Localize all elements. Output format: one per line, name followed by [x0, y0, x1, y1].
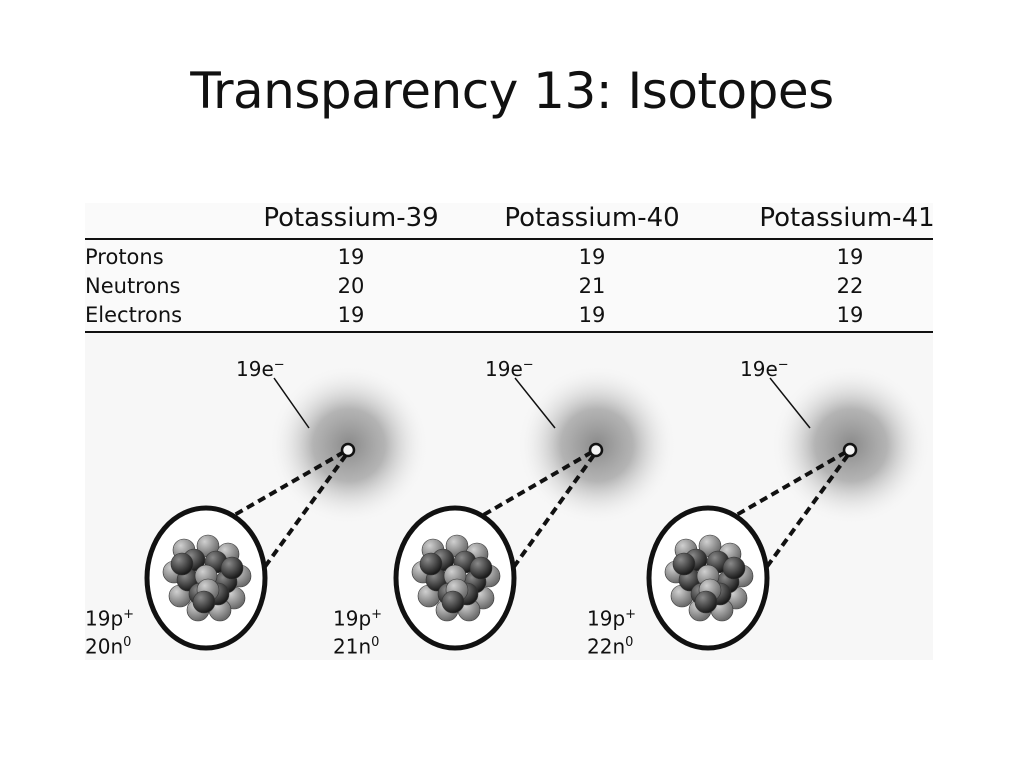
column-header-potassium-40: Potassium-40 — [504, 203, 680, 233]
nucleus-cluster — [411, 534, 501, 622]
electron-pointer-line — [273, 377, 310, 429]
proton-sphere — [170, 552, 194, 576]
zoom-connector-line — [725, 450, 847, 523]
proton-sphere — [192, 590, 216, 614]
zoom-connector-line — [511, 453, 596, 570]
column-header-potassium-41: Potassium-41 — [759, 203, 935, 233]
table-cell: 19 — [337, 245, 365, 269]
electron-pointer-line — [514, 377, 556, 429]
table-bottom-rule — [85, 331, 933, 333]
table-cell: 21 — [578, 274, 606, 298]
atoms-illustration — [144, 365, 931, 651]
electron-label-2: 19e− — [485, 357, 534, 381]
table-cell: 19 — [578, 303, 606, 327]
zoom-connector-line — [471, 450, 594, 523]
table-cell: 19 — [578, 245, 606, 269]
table-cell: 19 — [836, 303, 864, 327]
row-label-neutrons: Neutrons — [85, 274, 181, 298]
atom-3 — [646, 365, 931, 651]
proton-sphere — [220, 556, 244, 580]
nucleus-point — [588, 442, 604, 458]
table-top-rule — [85, 238, 933, 240]
nucleus-cluster — [162, 534, 252, 622]
row-label-protons: Protons — [85, 245, 164, 269]
nucleus-label-2: 19p+ 21n0 — [333, 606, 383, 659]
isotope-table: Potassium-39 Potassium-40 Potassium-41 P… — [85, 203, 935, 333]
electron-label-1: 19e− — [236, 357, 285, 381]
proton-sphere — [419, 552, 443, 576]
table-cell: 20 — [337, 274, 365, 298]
nucleus-point — [842, 442, 858, 458]
proton-sphere — [722, 556, 746, 580]
electron-label-3: 19e− — [740, 357, 789, 381]
table-cell: 19 — [836, 245, 864, 269]
electron-pointer-line — [769, 377, 811, 429]
column-header-potassium-39: Potassium-39 — [263, 203, 439, 233]
proton-sphere — [694, 590, 718, 614]
proton-sphere — [469, 556, 493, 580]
proton-sphere — [441, 590, 465, 614]
atom-2 — [393, 365, 677, 651]
slide-title: Transparency 13: Isotopes — [190, 62, 834, 120]
zoom-connector-line — [262, 453, 348, 570]
nucleus-label-1: 19p+ 20n0 — [85, 606, 135, 659]
atom-diagrams: 19e− 19e− 19e− 19p+ 20n0 19p+ 21n0 19p+ … — [85, 333, 933, 660]
nucleus-cluster — [664, 534, 754, 622]
table-cell: 19 — [337, 303, 365, 327]
nucleus-label-3: 19p+ 22n0 — [587, 606, 637, 659]
zoom-connector-line — [764, 453, 850, 570]
zoom-connector-line — [223, 450, 345, 523]
atom-1 — [144, 365, 429, 651]
isotopes-figure: Potassium-39 Potassium-40 Potassium-41 P… — [85, 203, 935, 660]
row-label-electrons: Electrons — [85, 303, 183, 327]
table-cell: 22 — [836, 274, 864, 298]
nucleus-point — [340, 442, 356, 458]
proton-sphere — [672, 552, 696, 576]
